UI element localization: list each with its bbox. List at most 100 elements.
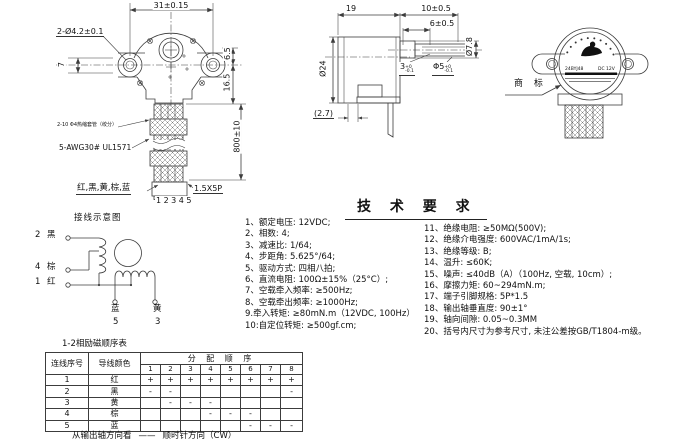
tech-item: 10:自定位转矩: ≥500gf.cm; [245, 320, 357, 331]
wire-number-cell: 5 [45, 419, 89, 432]
dim-6-5-label: 6.5 [222, 46, 232, 61]
wire-color-cell: 黄 [88, 396, 141, 410]
phase-cell: - [140, 385, 161, 398]
phase-cell: - [200, 396, 221, 410]
step-header: 4 [200, 364, 221, 375]
heat-shrink-band [149, 150, 188, 167]
phase-cell: - [240, 419, 261, 432]
wire-number-cell: 2 [45, 385, 89, 398]
motor-body-circle [553, 27, 627, 101]
body-flare [136, 76, 202, 104]
tech-item: 7、空载牵入频率: ≥500Hz; [245, 286, 353, 297]
tech-item: 17、端子引脚规格: 5P*1.5 [424, 292, 529, 303]
tech-item: 8、空载牵出频率: ≥1000Hz; [245, 297, 358, 308]
phase-cell: - [200, 408, 221, 421]
pin-numbers-label: 12345 [155, 196, 195, 206]
wire-spec-label: 5-AWG30# UL1571 [58, 143, 133, 153]
phase-cell [279, 396, 304, 410]
wire-color-cell: 黑 [88, 385, 141, 398]
tech-item: 20、括号内尺寸为参考尺寸, 未注公差按GB/T1804-m级。 [424, 326, 647, 337]
heat-shrink-band [149, 118, 188, 136]
terminal-4-color: 棕 [47, 262, 56, 272]
step-header: 7 [260, 364, 281, 375]
wire-number-cell: 3 [45, 396, 89, 410]
phase-cell: - [160, 396, 181, 410]
label-arc-text [566, 37, 615, 56]
phase-cell [200, 385, 221, 398]
phase-cell: + [240, 373, 261, 387]
tech-item: 16、摩擦力矩: 60~294mN.m; [424, 281, 546, 292]
phase-cell [240, 385, 261, 398]
terminal-pin [387, 103, 394, 138]
tech-item: 18、输出轴垂直度: 90±1° [424, 303, 528, 314]
tech-item: 2、相数: 4; [245, 229, 290, 240]
col-header-wire-color: 导线颜色 [88, 352, 141, 375]
tech-item: 3、减速比: 1/64; [245, 240, 312, 251]
step-header: 8 [279, 364, 304, 375]
step-header: 5 [220, 364, 241, 375]
coil-a [98, 237, 107, 274]
shaft-boss [399, 40, 416, 59]
dim-boss-dia-label: Ø7.8 [464, 36, 475, 58]
label-circle [558, 31, 622, 95]
tech-item: 6、直流电阻: 100Ω±15%（25°C）; [245, 275, 389, 286]
dim-7-label: 7 [56, 61, 67, 69]
footer-dash: —— [138, 431, 156, 441]
tech-item: 11、绝缘电阻: ≥50MΩ(500V); [424, 224, 547, 234]
phase-cell [220, 385, 241, 398]
motor-body [337, 36, 401, 104]
bird-logo [581, 41, 602, 57]
col-header-sequence: 分 配 顺 序 [139, 352, 304, 365]
coil-b [114, 270, 156, 278]
tech-requirements-title: 技 术 要 求 [345, 196, 487, 220]
dim-flat-label: 6±0.5 [428, 19, 456, 29]
rivet-marks [137, 38, 205, 86]
phase-cell: - [220, 408, 241, 421]
dim-16-5-label: 16.5 [222, 72, 232, 93]
dim-width-label: 31±0.15 [152, 1, 190, 11]
phase-cell: + [200, 373, 221, 387]
sleeve-note-label: 2-10 Φ4热缩套管（绞分） [56, 122, 119, 129]
step-header: 1 [140, 364, 161, 375]
phase-cell: - [180, 396, 201, 410]
footer-rotation-direction: 顺时针方向（CW） [162, 431, 237, 441]
sequence-table-title: 1-2相励磁顺序表 [62, 339, 127, 349]
motor-arch [133, 32, 209, 59]
terminal-5 [112, 299, 118, 305]
step-header: 6 [240, 364, 261, 375]
wire-number-cell: 4 [45, 408, 89, 421]
phase-cell [260, 408, 281, 421]
tech-item: 9.牵入转矩: ≥80mN.m（12VDC, 100Hz） [245, 309, 415, 320]
terminal-4-number: 4 [35, 262, 41, 272]
holes-callout-label: 2-Ø4.2±0.1 [56, 27, 105, 38]
phase-cell: - [260, 419, 281, 432]
step-header: 3 [180, 364, 201, 375]
phase-cell: + [160, 373, 181, 387]
phase-cell [279, 408, 304, 421]
phase-cell: + [180, 373, 201, 387]
phase-cell [260, 385, 281, 398]
tech-item: 1、额定电压: 12VDC; [245, 218, 331, 228]
connector-label: 1.5X5P [193, 184, 224, 195]
phase-cell: + [260, 373, 281, 387]
sequence-table-footer: 从输出轴方向看——顺时针方向（CW） [72, 429, 243, 441]
terminal-2-number: 2 [35, 230, 41, 240]
terminal-2-color: 黑 [47, 230, 56, 240]
phase-cell [140, 408, 161, 421]
step-header: 2 [160, 364, 181, 375]
wire-number-cell: 1 [45, 373, 89, 387]
left-ear [117, 52, 143, 78]
dim-step-label: 3+0-0.1 [399, 62, 415, 76]
dim-ref-label: (2.7) [313, 109, 334, 120]
dim-shaft-length-label: 10±0.5 [420, 4, 452, 14]
tech-requirements-right-list: 11、绝缘电阻: ≥50MΩ(500V);12、绝缘介电强度: 600VAC/1… [424, 224, 647, 338]
tech-item: 13、绝缘等级: B; [424, 246, 492, 257]
terminal-5-number: 5 [113, 317, 119, 327]
label-voltage: DC 12V [598, 66, 616, 72]
phase-cell: - [279, 385, 304, 398]
terminal-3-number: 3 [155, 317, 161, 327]
